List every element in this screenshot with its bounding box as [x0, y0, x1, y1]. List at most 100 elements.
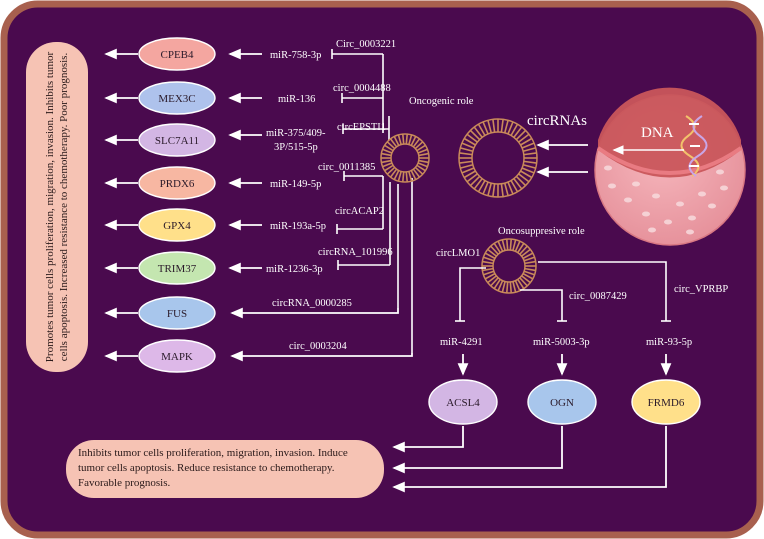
ring-spoke	[389, 168, 398, 178]
ring-spoke	[417, 148, 428, 154]
ring-spoke	[519, 277, 528, 287]
circ-label: circRNA_0000285	[272, 298, 352, 309]
target-node: PRDX6	[138, 166, 216, 200]
cell-dot	[624, 197, 632, 203]
mirna-label: 3P/515-5p	[274, 142, 318, 153]
target-label: GPX4	[163, 220, 191, 232]
ring-spoke	[405, 134, 409, 145]
ring-spoke	[410, 136, 417, 146]
ring-spoke	[483, 270, 495, 276]
ring-spoke	[463, 170, 476, 179]
target-label: FRMD6	[648, 397, 685, 409]
ring-spoke	[397, 134, 402, 145]
ring-spoke	[513, 126, 523, 138]
target-ellipse	[138, 296, 216, 330]
ring-spoke	[482, 121, 489, 135]
circ-label: circ_0087429	[569, 291, 627, 302]
ring-spoke	[384, 144, 394, 152]
ring-spoke	[381, 159, 392, 164]
ring-spoke	[410, 170, 417, 180]
ring-spoke	[501, 239, 506, 251]
target-label: SLC7A11	[155, 135, 199, 147]
oncogenic-summary-text: Promotes tumor cells proliferation, migr…	[44, 51, 70, 363]
target-ellipse	[527, 379, 597, 425]
circrnas-ring	[458, 118, 538, 198]
ring-spoke	[521, 167, 535, 174]
ring-spoke	[461, 167, 475, 174]
ring-spoke	[466, 133, 478, 143]
ring-spoke	[519, 245, 528, 255]
target-ellipse	[138, 81, 216, 115]
oncogenic-summary-box	[26, 42, 88, 372]
ring-spoke	[386, 141, 396, 150]
target-node: TRIM37	[138, 251, 216, 285]
ring-spoke	[524, 267, 536, 272]
target-node: GPX4	[138, 208, 216, 242]
ring-spoke	[520, 170, 533, 179]
target-label: PRDX6	[160, 178, 195, 190]
ring-spoke	[523, 160, 537, 164]
target-ellipse	[428, 379, 498, 425]
ring-spoke	[484, 272, 496, 280]
suppressive-summary: Inhibits tumor cells proliferation, migr…	[66, 440, 384, 498]
ring-spoke	[381, 152, 392, 157]
ring-spoke	[503, 120, 509, 134]
ring-spoke	[523, 152, 537, 156]
ring-spoke	[490, 245, 499, 255]
ring-spoke	[382, 148, 393, 154]
cell-dot	[648, 227, 656, 233]
cell-illustration	[594, 87, 746, 246]
ring-spoke	[517, 278, 525, 290]
ring-spoke	[393, 170, 400, 180]
ring-spoke	[482, 267, 494, 272]
ring-spoke	[484, 252, 496, 260]
ring-spoke	[507, 181, 514, 195]
circ-label: circRNA_101996	[318, 247, 393, 258]
ring-spoke	[487, 182, 493, 196]
ring-spoke	[522, 163, 536, 169]
ring-spoke	[492, 183, 496, 197]
ring-spoke	[493, 242, 501, 254]
cell-dot	[652, 193, 660, 199]
target-label: OGN	[550, 397, 574, 409]
ring-spoke	[505, 239, 509, 251]
ring-spoke	[501, 281, 506, 293]
ring-spoke	[482, 260, 494, 265]
ring-spoke	[522, 147, 536, 153]
suppressive-labels: Oncosuppresive role circLMO1 circ_008742…	[436, 226, 728, 348]
ring-spoke	[386, 166, 396, 175]
oncogenic-summary: Promotes tumor cells proliferation, migr…	[26, 42, 88, 372]
ring-spoke	[518, 173, 530, 183]
ring-spoke	[507, 121, 514, 135]
ring-spoke	[382, 162, 393, 168]
ring-spoke	[512, 239, 517, 251]
ring-spoke	[510, 180, 519, 193]
ring-spoke	[473, 126, 483, 138]
cell-dot	[688, 215, 696, 221]
ring-spoke	[482, 181, 489, 195]
mirna-label: miR-5003-3p	[533, 337, 590, 348]
ring-spoke	[487, 248, 497, 257]
target-node: ACSL4	[428, 379, 498, 425]
circ-label: circ_VPRBP	[674, 284, 728, 295]
ring-spoke	[512, 281, 517, 293]
ring-spoke	[393, 136, 400, 146]
target-label: CPEB4	[160, 49, 194, 61]
dna-label: DNA	[641, 125, 674, 141]
cell-dot	[604, 165, 612, 171]
ring-spoke	[490, 277, 499, 287]
cell-dot	[664, 219, 672, 225]
ring-spoke	[483, 256, 495, 262]
target-node: CPEB4	[138, 37, 216, 71]
target-ellipse	[138, 339, 216, 373]
ring-spoke	[477, 123, 486, 136]
cell-dot	[642, 211, 650, 217]
ring-spoke	[466, 173, 478, 183]
target-ellipse	[138, 251, 216, 285]
target-node: FRMD6	[631, 379, 701, 425]
circ-label: circACAP2	[335, 206, 384, 217]
target-label: FUS	[167, 308, 187, 320]
ring-spoke	[522, 272, 534, 280]
suppressive-summary-text: Inhibits tumor cells proliferation, migr…	[78, 447, 348, 489]
